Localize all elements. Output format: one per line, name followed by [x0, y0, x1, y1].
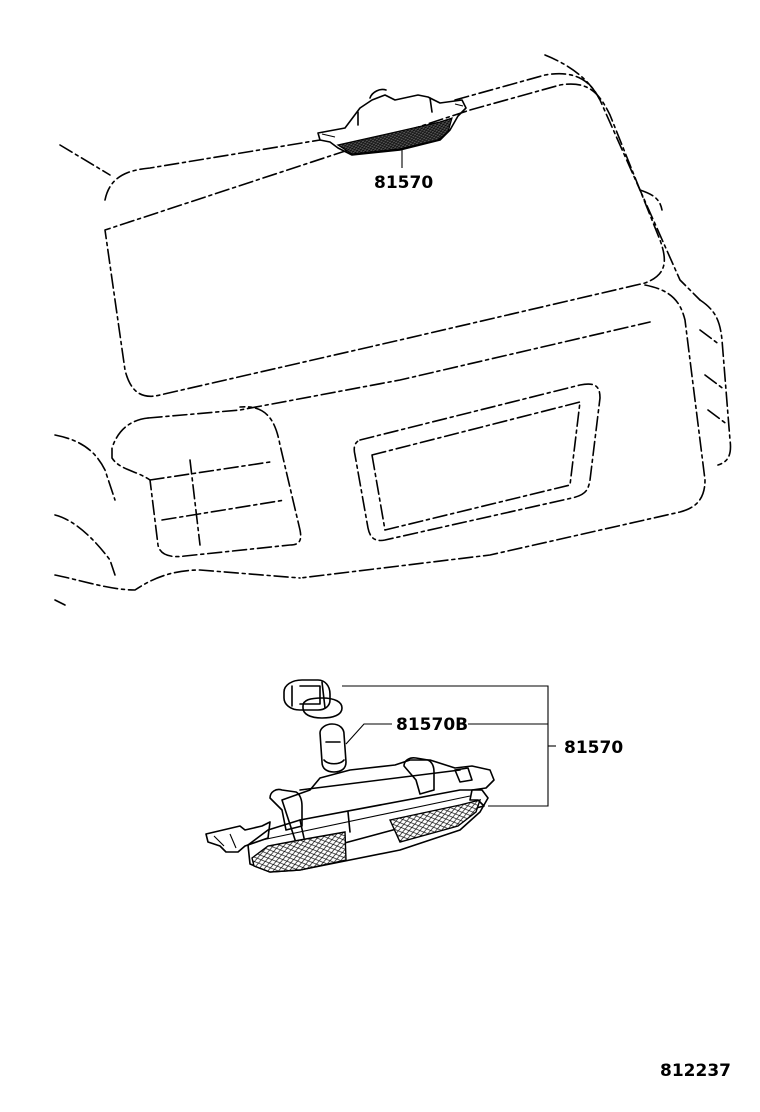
label-top-part: 81570 — [374, 173, 433, 193]
label-bulb: 81570B — [396, 715, 468, 735]
vehicle-rear-outline — [54, 54, 732, 606]
bulb-socket — [283, 679, 343, 719]
label-assembly: 81570 — [564, 738, 623, 758]
leader-lines — [342, 685, 556, 807]
figure-id: 812237 — [660, 1061, 731, 1081]
high-mount-stop-lamp-installed — [317, 88, 467, 168]
wedge-bulb — [319, 723, 347, 773]
high-mount-stop-lamp-assembly — [205, 757, 495, 873]
